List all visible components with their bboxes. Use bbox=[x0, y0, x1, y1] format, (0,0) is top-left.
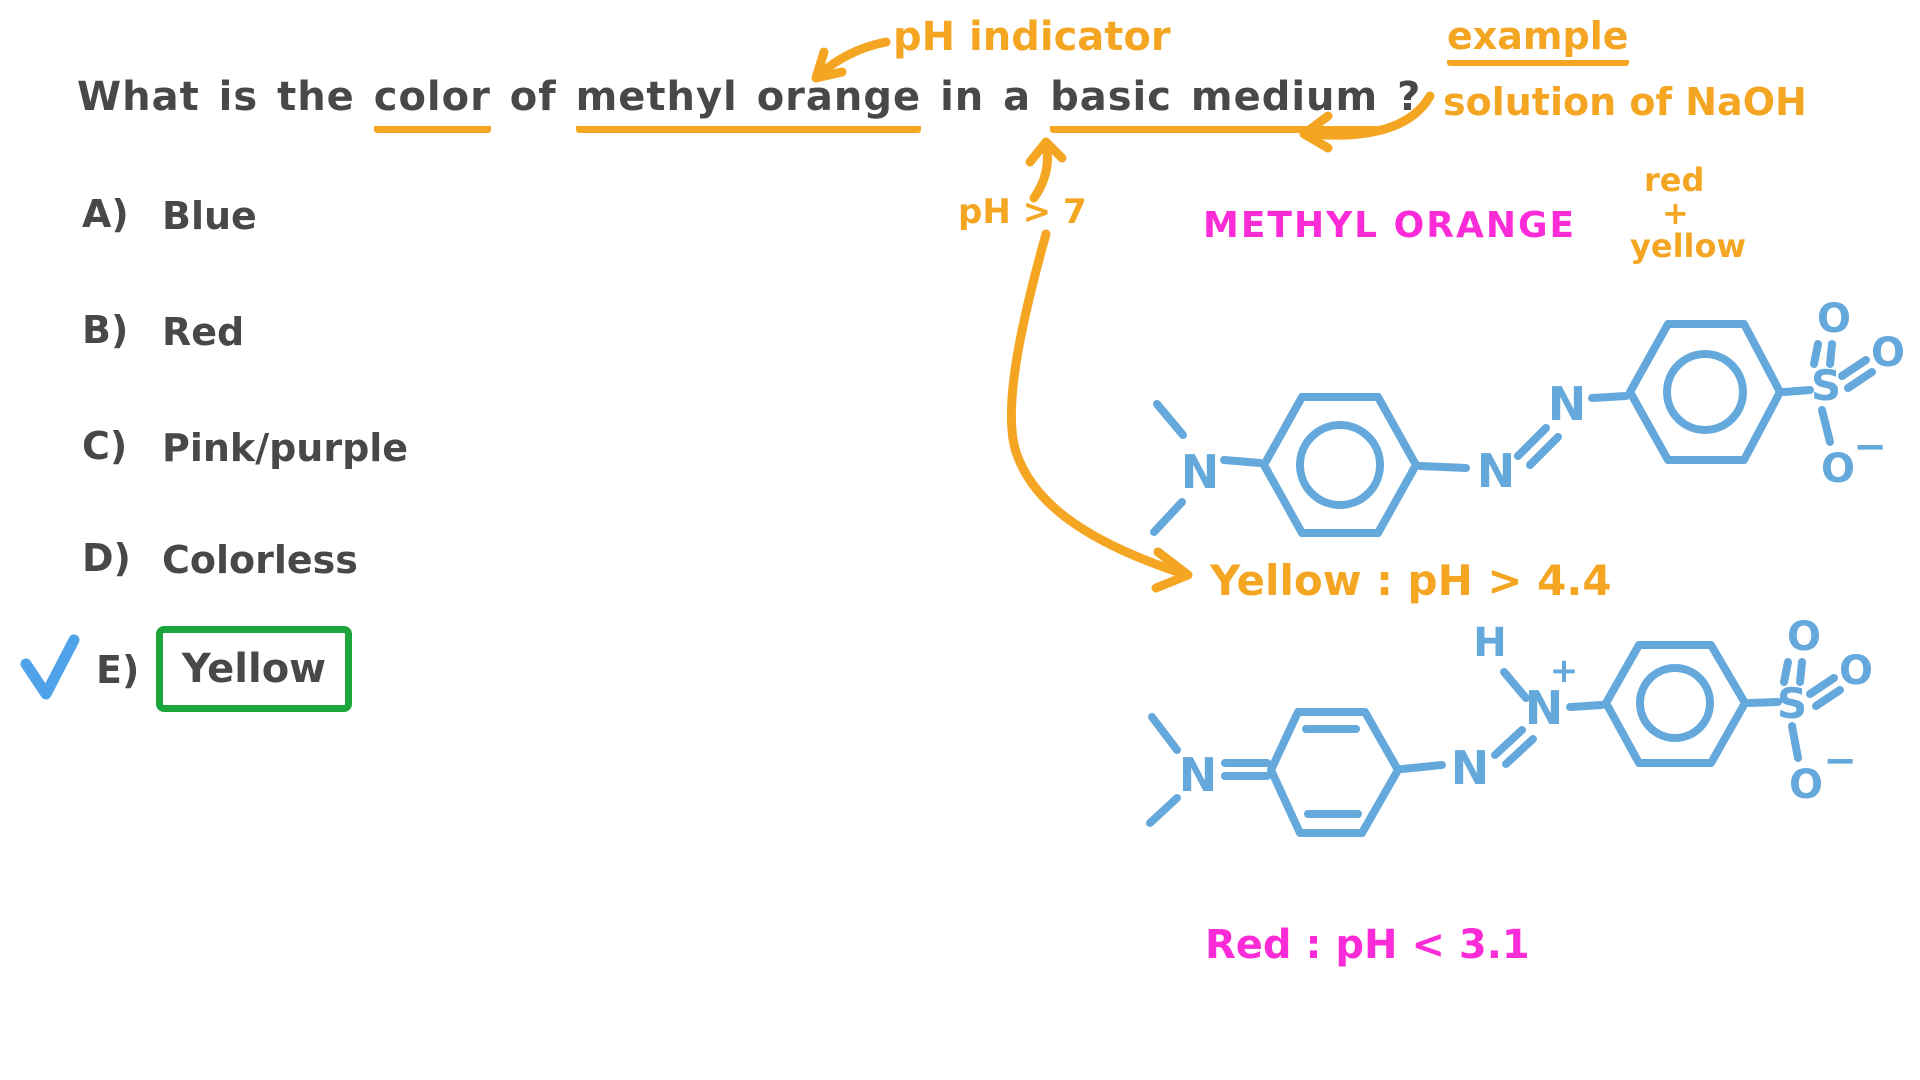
bond bbox=[1818, 406, 1834, 446]
option-a-label: Blue bbox=[162, 194, 257, 238]
double-bond bbox=[1806, 674, 1838, 698]
ph-indicator-arrow bbox=[811, 37, 891, 83]
double-bond bbox=[1796, 658, 1806, 686]
atom-h: H bbox=[1473, 620, 1506, 666]
double-bond bbox=[1526, 433, 1562, 469]
bond bbox=[1745, 698, 1782, 707]
ph-indicator-note: pH indicator bbox=[893, 14, 1171, 60]
bond bbox=[1220, 456, 1264, 467]
double-bond bbox=[1838, 356, 1870, 380]
atom-o-bottom: O bbox=[1789, 762, 1823, 808]
option-a-letter: A) bbox=[82, 192, 129, 236]
negative-charge: − bbox=[1853, 424, 1887, 470]
option-c-letter: C) bbox=[82, 424, 128, 468]
atom-o-right: O bbox=[1871, 330, 1905, 376]
question-part-underlined-basic-medium: basic medium bbox=[1050, 74, 1379, 133]
atom-s: S bbox=[1777, 679, 1807, 728]
benzene-ring-circle bbox=[1296, 421, 1384, 509]
double-bond bbox=[1514, 424, 1550, 460]
benzene-ring-circle bbox=[1636, 664, 1714, 742]
option-d-letter: D) bbox=[82, 536, 131, 580]
ph7-to-yellow-arrow bbox=[1006, 229, 1193, 593]
color-mix-yellow: yellow bbox=[1630, 227, 1747, 265]
atom-n-dimethyl: N bbox=[1181, 445, 1220, 499]
benzene-ring bbox=[1626, 320, 1784, 464]
option-b-letter: B) bbox=[82, 308, 129, 352]
atom-n-dimethyl: N bbox=[1179, 748, 1218, 802]
color-mix-note: red + yellow bbox=[1630, 162, 1746, 264]
methyl-bond bbox=[1146, 794, 1181, 827]
atom-n-azo-right: N bbox=[1548, 377, 1587, 431]
benzene-ring bbox=[1260, 393, 1420, 537]
double-bond bbox=[1844, 368, 1876, 392]
double-bond bbox=[1810, 340, 1822, 368]
color-mix-plus: + bbox=[1662, 194, 1689, 232]
quinoid-form-structure: N N N + H S O O O − bbox=[1146, 614, 1873, 837]
bond bbox=[1588, 392, 1630, 402]
bond bbox=[1416, 462, 1470, 472]
example-arrow bbox=[1299, 91, 1435, 153]
bond bbox=[1780, 386, 1814, 396]
correct-answer-checkmark-icon bbox=[20, 634, 80, 700]
red-condition-note: Red : pH < 3.1 bbox=[1205, 922, 1530, 968]
atom-o-right: O bbox=[1839, 648, 1873, 694]
question-part-underlined-color: color bbox=[373, 74, 491, 133]
azo-form-structure: N N N S O O O − bbox=[1150, 296, 1905, 537]
question-part: of bbox=[490, 74, 576, 120]
ph-gt-7-note: pH > 7 bbox=[958, 192, 1087, 232]
question-part-underlined-methyl-orange: methyl orange bbox=[575, 74, 922, 133]
double-bond bbox=[1812, 686, 1844, 710]
benzene-ring bbox=[1602, 641, 1749, 767]
bond bbox=[1500, 668, 1530, 702]
option-e-label: Yellow bbox=[181, 646, 327, 692]
bond bbox=[1566, 701, 1606, 711]
atom-o-bottom: O bbox=[1821, 446, 1855, 492]
option-c-label: Pink/purple bbox=[162, 426, 409, 470]
option-e-letter: E) bbox=[96, 648, 140, 692]
methyl-bond bbox=[1153, 400, 1187, 439]
double-bond bbox=[1826, 340, 1836, 368]
question-part: ? bbox=[1378, 74, 1422, 120]
methyl-bond bbox=[1150, 498, 1186, 536]
option-b-label: Red bbox=[162, 310, 245, 354]
example-title: example bbox=[1447, 14, 1629, 66]
color-mix-red: red bbox=[1644, 161, 1705, 199]
question-part: What is the bbox=[77, 74, 374, 120]
ph7-up-arrow bbox=[1025, 137, 1067, 203]
bond bbox=[1788, 722, 1802, 762]
atom-s: S bbox=[1811, 361, 1841, 410]
negative-charge: − bbox=[1823, 738, 1857, 784]
correct-answer-box: Yellow bbox=[156, 626, 352, 712]
question-part: in a bbox=[921, 74, 1051, 120]
double-bond bbox=[1780, 658, 1792, 686]
atom-n-azo-left: N bbox=[1477, 444, 1516, 498]
bond bbox=[1398, 761, 1446, 773]
yellow-condition-note: Yellow : pH > 4.4 bbox=[1210, 556, 1612, 605]
double-bond bbox=[1491, 726, 1526, 759]
compound-title: METHYL ORANGE bbox=[1203, 205, 1577, 246]
double-bond bbox=[1502, 735, 1537, 768]
methyl-bond bbox=[1148, 713, 1181, 754]
atom-o-top: O bbox=[1817, 296, 1851, 342]
atom-o-top: O bbox=[1787, 614, 1821, 660]
positive-charge: + bbox=[1550, 651, 1579, 691]
option-d-label: Colorless bbox=[162, 538, 358, 582]
quinoid-ring bbox=[1267, 708, 1402, 837]
example-body-note: solution of NaOH bbox=[1443, 80, 1807, 124]
atom-n-plus: N bbox=[1525, 681, 1564, 735]
benzene-ring-circle bbox=[1663, 350, 1747, 434]
atom-n-azo-left: N bbox=[1451, 741, 1490, 795]
question-text: What is the color of methyl orange in a … bbox=[77, 74, 1422, 133]
